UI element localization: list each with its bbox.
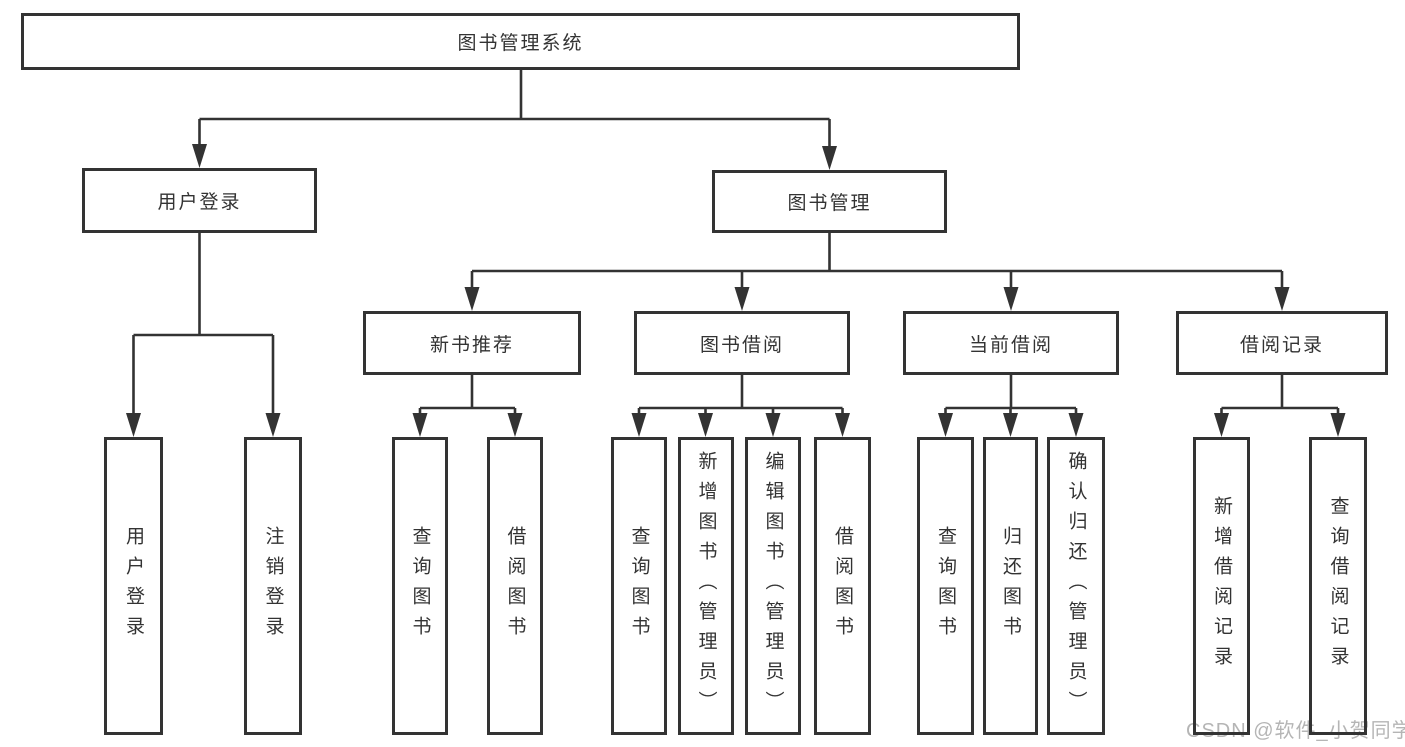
- leaf-confirm-return-admin: 确认归还（管理员）: [1047, 437, 1105, 735]
- leaf-add-books-admin: 新增图书（管理员）: [678, 437, 734, 735]
- node-label: 借阅记录: [1239, 334, 1324, 356]
- node-root-library-system: 图书管理系统: [21, 13, 1020, 70]
- node-label: 注销登录: [262, 526, 284, 646]
- node-borrowing-records: 借阅记录: [1176, 311, 1388, 375]
- connector-root: [198, 70, 831, 148]
- node-label: 借阅图书: [504, 526, 526, 646]
- node-label: 编辑图书（管理员）: [762, 451, 784, 721]
- arrowheads: [126, 144, 1346, 437]
- node-label: 图书管理: [787, 193, 872, 214]
- node-label: 查询图书: [628, 526, 650, 646]
- leaf-return-books: 归还图书: [983, 437, 1038, 735]
- leaf-borrow-books-1: 借阅图书: [487, 437, 543, 735]
- leaf-query-borrow-record: 查询借阅记录: [1309, 437, 1367, 735]
- leaf-add-borrow-record: 新增借阅记录: [1193, 437, 1250, 735]
- node-label: 图书借阅: [699, 334, 784, 356]
- node-label: 新书推荐: [429, 334, 514, 356]
- leaf-user-login: 用户登录: [104, 437, 163, 735]
- connector-current-borrowing: [944, 375, 1078, 415]
- connector-user-login: [132, 233, 275, 415]
- node-label: 新增借阅记录: [1211, 496, 1232, 676]
- leaf-query-books-3: 查询图书: [917, 437, 974, 735]
- node-label: 用户登录: [123, 526, 144, 646]
- node-label: 查询图书: [935, 526, 956, 646]
- leaf-query-books-1: 查询图书: [392, 437, 448, 735]
- connector-new-book-recommend: [418, 375, 517, 415]
- node-label: 新增图书（管理员）: [695, 451, 717, 721]
- leaf-logout: 注销登录: [244, 437, 302, 735]
- leaf-borrow-books-2: 借阅图书: [814, 437, 871, 735]
- node-current-borrowing: 当前借阅: [903, 311, 1119, 375]
- node-label: 当前借阅: [968, 334, 1053, 356]
- leaf-query-books-2: 查询图书: [611, 437, 667, 735]
- node-label: 图书管理系统: [457, 33, 584, 54]
- connector-borrowing-records: [1220, 375, 1340, 415]
- leaf-edit-books-admin: 编辑图书（管理员）: [745, 437, 801, 735]
- node-label: 借阅图书: [832, 526, 853, 646]
- connector-book-borrowing: [637, 375, 844, 415]
- node-label: 确认归还（管理员）: [1065, 451, 1087, 721]
- node-label: 查询图书: [409, 526, 431, 646]
- node-book-borrowing: 图书借阅: [634, 311, 850, 375]
- csdn-watermark: CSDN @软件_小贺同学: [1186, 720, 1405, 742]
- node-label: 查询借阅记录: [1327, 496, 1349, 676]
- node-label: 归还图书: [1000, 526, 1021, 646]
- node-new-book-recommend: 新书推荐: [363, 311, 581, 375]
- connector-book-management: [470, 233, 1284, 289]
- node-book-management-branch: 图书管理: [712, 170, 947, 233]
- node-label: 用户登录: [157, 192, 242, 213]
- node-user-login-branch: 用户登录: [82, 168, 317, 233]
